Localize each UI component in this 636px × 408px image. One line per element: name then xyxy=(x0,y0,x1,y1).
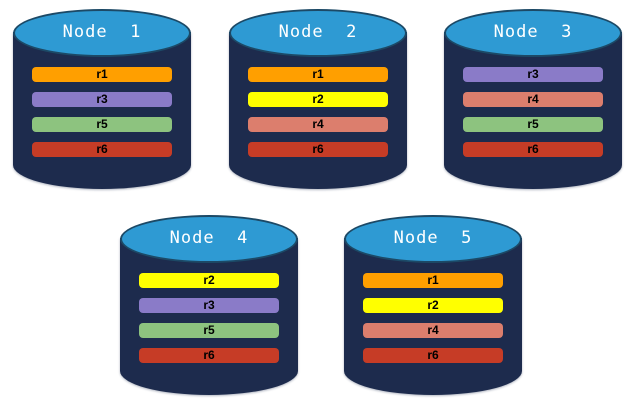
replica-bar-r2: r2 xyxy=(139,273,279,288)
node-title: Node 4 xyxy=(169,228,249,248)
replica-bar-r6: r6 xyxy=(463,142,603,157)
replica-bar-r6: r6 xyxy=(248,142,388,157)
node-title: Node 1 xyxy=(62,22,142,42)
node-title: Node 3 xyxy=(493,22,573,42)
node-3-cylinder: Node 3 r3 r4 r5 r6 xyxy=(444,9,622,189)
replica-bar-r3: r3 xyxy=(32,92,172,107)
replica-bar-r5: r5 xyxy=(139,323,279,338)
cylinder-body xyxy=(13,32,191,189)
replica-list: r1 r2 r4 r6 xyxy=(344,273,522,363)
cylinder-top: Node 1 xyxy=(13,9,191,57)
replica-bar-r4: r4 xyxy=(463,92,603,107)
replica-list: r1 r2 r4 r6 xyxy=(229,67,407,157)
replica-bar-r2: r2 xyxy=(248,92,388,107)
cylinder-top: Node 4 xyxy=(120,215,298,263)
node-title: Node 5 xyxy=(393,228,473,248)
replica-bar-r6: r6 xyxy=(139,348,279,363)
replica-bar-r1: r1 xyxy=(248,67,388,82)
cylinder-top: Node 2 xyxy=(229,9,407,57)
replica-bar-r1: r1 xyxy=(363,273,503,288)
node-4-cylinder: Node 4 r2 r3 r5 r6 xyxy=(120,215,298,395)
cylinder-body xyxy=(444,32,622,189)
cylinder-top: Node 3 xyxy=(444,9,622,57)
replica-bar-r1: r1 xyxy=(32,67,172,82)
replica-bar-r6: r6 xyxy=(363,348,503,363)
replica-list: r1 r3 r5 r6 xyxy=(13,67,191,157)
replica-bar-r3: r3 xyxy=(463,67,603,82)
replica-list: r3 r4 r5 r6 xyxy=(444,67,622,157)
cylinder-body xyxy=(120,238,298,395)
replica-list: r2 r3 r5 r6 xyxy=(120,273,298,363)
cylinder-body xyxy=(229,32,407,189)
replica-bar-r5: r5 xyxy=(463,117,603,132)
replica-bar-r4: r4 xyxy=(363,323,503,338)
node-2-cylinder: Node 2 r1 r2 r4 r6 xyxy=(229,9,407,189)
replica-bar-r5: r5 xyxy=(32,117,172,132)
node-1-cylinder: Node 1 r1 r3 r5 r6 xyxy=(13,9,191,189)
node-title: Node 2 xyxy=(278,22,358,42)
cylinder-top: Node 5 xyxy=(344,215,522,263)
replica-bar-r2: r2 xyxy=(363,298,503,313)
replica-bar-r3: r3 xyxy=(139,298,279,313)
node-5-cylinder: Node 5 r1 r2 r4 r6 xyxy=(344,215,522,395)
replica-bar-r6: r6 xyxy=(32,142,172,157)
replica-bar-r4: r4 xyxy=(248,117,388,132)
cylinder-body xyxy=(344,238,522,395)
